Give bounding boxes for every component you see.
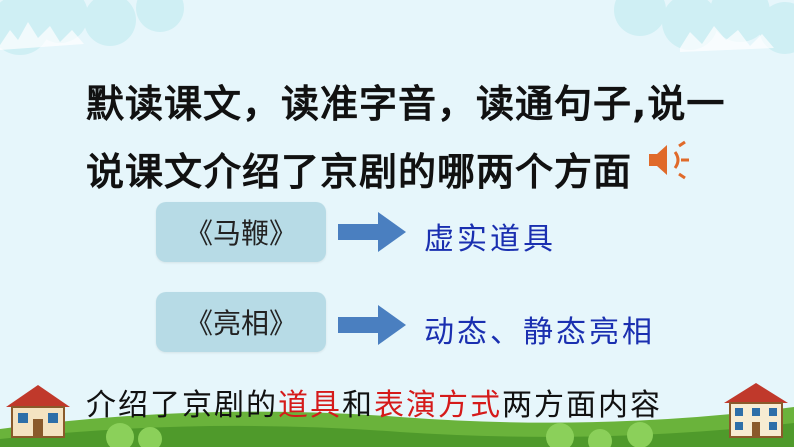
house-icon (724, 383, 788, 438)
ground-decoration (0, 407, 794, 447)
question-line-2: 说课文介绍了京剧的哪两个方面 (86, 150, 633, 194)
summary-highlight-props: 道具 (278, 388, 342, 423)
item-title-liang-xiang: 《亮相》 (156, 292, 326, 352)
top-bushes-decoration (0, 0, 794, 55)
item-title-ma-bian: 《马鞭》 (156, 202, 326, 262)
summary-text: 介绍了京剧的道具和表演方式两方面内容 (86, 380, 662, 424)
question-text: 默读课文，读准字音，读通句子,说一 说课文介绍了京剧的哪两个方面 (86, 70, 766, 206)
summary-part-3: 两方面内容 (502, 388, 662, 423)
summary-highlight-performance: 表演方式 (374, 388, 502, 423)
house-icon (6, 385, 70, 438)
summary-part-1: 介绍了京剧的 (86, 388, 278, 423)
question-line-1: 默读课文，读准字音，读通句子,说一 (86, 82, 726, 126)
right-arrow-icon (338, 305, 406, 345)
speaker-icon[interactable] (645, 140, 691, 180)
item-answer-ma-bian: 虚实道具 (424, 222, 556, 257)
right-arrow-icon (338, 212, 406, 252)
summary-part-2: 和 (342, 388, 374, 423)
item-answer-liang-xiang: 动态、静态亮相 (424, 315, 655, 350)
